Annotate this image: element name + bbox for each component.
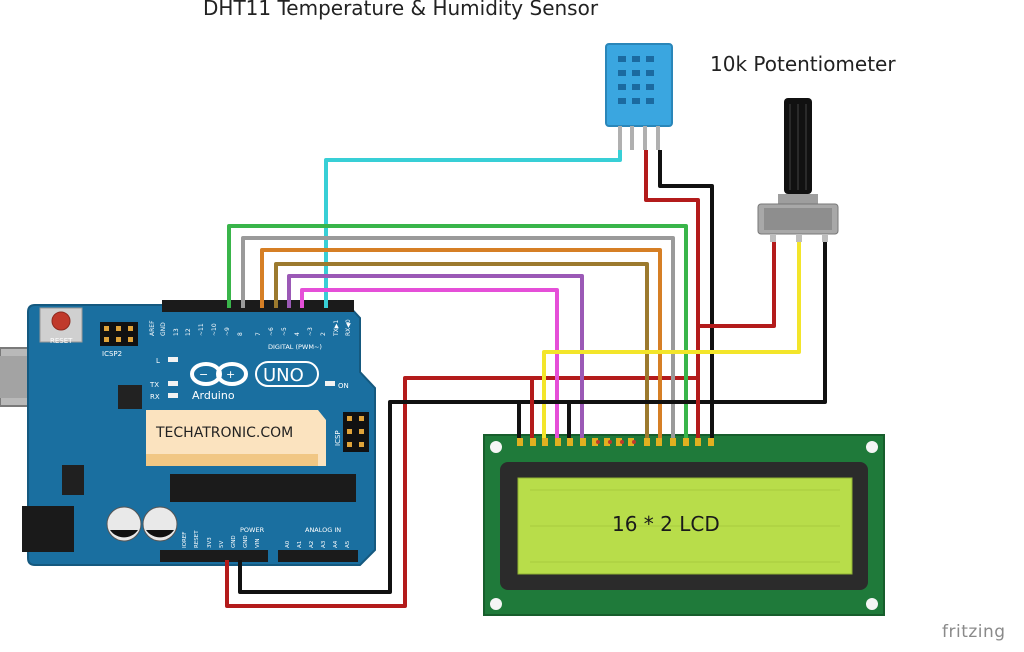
wire-lcd-d5 xyxy=(260,248,662,438)
svg-text:A1: A1 xyxy=(297,541,303,548)
digital-label: DIGITAL (PWM~) xyxy=(268,343,322,351)
arduino-wordmark: Arduino xyxy=(192,389,235,402)
wire-dht-gnd xyxy=(658,150,714,438)
svg-text:ON: ON xyxy=(338,382,349,390)
potentiometer[interactable] xyxy=(757,98,839,242)
svg-text:~9: ~9 xyxy=(224,327,231,336)
dht11-title: DHT11 Temperature & Humidity Sensor xyxy=(203,0,599,20)
svg-text:TX: TX xyxy=(149,381,159,389)
dht11-sensor xyxy=(605,43,673,150)
wire-pot-wiper xyxy=(542,242,801,438)
wire-lcd-en xyxy=(287,274,584,438)
wire-dht-data xyxy=(324,150,622,308)
svg-text:+: + xyxy=(226,368,235,381)
wire-lcd-d6 xyxy=(241,236,675,438)
svg-text:5V: 5V xyxy=(219,541,225,548)
svg-text:3V3: 3V3 xyxy=(207,537,213,548)
svg-text:TX▶1: TX▶1 xyxy=(333,320,340,337)
svg-text:GND: GND xyxy=(231,535,237,548)
power-pin-labels: IOREF RESET 3V3 5V GND GND VIN xyxy=(182,530,261,548)
wire-dht-vcc xyxy=(225,150,700,608)
potentiometer-title: 10k Potentiometer xyxy=(710,52,896,76)
svg-text:AREF: AREF xyxy=(149,320,156,336)
techatronic-label: TECHATRONIC.COM xyxy=(155,425,293,441)
digital-header xyxy=(162,300,354,312)
svg-text:RX: RX xyxy=(150,393,160,401)
svg-text:A4: A4 xyxy=(333,540,339,548)
svg-text:8: 8 xyxy=(237,332,244,336)
lcd-label: 16 * 2 LCD xyxy=(612,512,720,536)
svg-text:~11: ~11 xyxy=(198,323,205,336)
icsp2-header xyxy=(100,322,138,346)
svg-text:RX◀0: RX◀0 xyxy=(345,319,352,336)
wire-lcd-d7 xyxy=(227,224,688,438)
svg-text:GND: GND xyxy=(160,322,167,336)
uno-label: UNO xyxy=(263,365,304,386)
reset-label: RESET xyxy=(50,337,73,345)
svg-text:12: 12 xyxy=(185,328,192,336)
svg-text:VIN: VIN xyxy=(255,539,261,549)
uno-badge xyxy=(255,361,319,387)
arduino-logo xyxy=(190,362,248,386)
svg-text:−: − xyxy=(199,368,208,381)
svg-text:~3: ~3 xyxy=(307,327,314,336)
lcd-module: 16 * 2 LCD xyxy=(483,434,885,616)
svg-text:A0: A0 xyxy=(285,540,291,548)
svg-text:2: 2 xyxy=(320,332,327,336)
svg-text:A5: A5 xyxy=(345,540,351,548)
svg-text:POWER: POWER xyxy=(240,526,265,534)
wire-pot-gnd xyxy=(238,242,827,594)
techatronic-sticker xyxy=(146,410,326,466)
svg-text:A2: A2 xyxy=(309,541,315,548)
fritzing-watermark: fritzing xyxy=(942,622,1006,642)
reset-button[interactable] xyxy=(51,311,71,331)
lcd-pins xyxy=(517,438,714,446)
digital-pin-labels: AREF GND 13 12 ~11 ~10 ~9 8 7 ~6 ~5 4 ~3… xyxy=(149,319,352,337)
svg-text:~10: ~10 xyxy=(211,323,218,336)
svg-text:GND: GND xyxy=(243,535,249,548)
power-header xyxy=(160,550,268,562)
svg-text:ICSP: ICSP xyxy=(334,430,342,446)
svg-text:~5: ~5 xyxy=(281,327,288,336)
usb-chip xyxy=(118,385,142,409)
wire-pot-vcc xyxy=(698,242,776,328)
arduino-board: RESET ICSP2 AREF GND 13 12 ~11 ~10 ~9 8 … xyxy=(0,300,376,566)
svg-text:7: 7 xyxy=(255,332,262,336)
svg-text:ANALOG IN: ANALOG IN xyxy=(305,526,341,534)
wire-lcd-rs xyxy=(300,288,559,438)
svg-text:~6: ~6 xyxy=(268,327,275,336)
svg-text:A3: A3 xyxy=(321,540,327,548)
svg-text:L: L xyxy=(156,357,160,365)
analog-header xyxy=(278,550,358,562)
dc-jack xyxy=(22,506,74,552)
svg-text:13: 13 xyxy=(173,328,180,336)
wires xyxy=(225,150,827,608)
atmega-chip xyxy=(170,474,356,502)
svg-text:4: 4 xyxy=(294,332,301,336)
icsp2-label: ICSP2 xyxy=(102,350,122,358)
svg-text:RESET: RESET xyxy=(194,530,200,548)
voltage-regulator xyxy=(62,465,84,495)
icsp-header xyxy=(343,412,369,452)
svg-text:IOREF: IOREF xyxy=(182,532,188,548)
analog-pin-labels: A0 A1 A2 A3 A4 A5 xyxy=(285,540,351,548)
